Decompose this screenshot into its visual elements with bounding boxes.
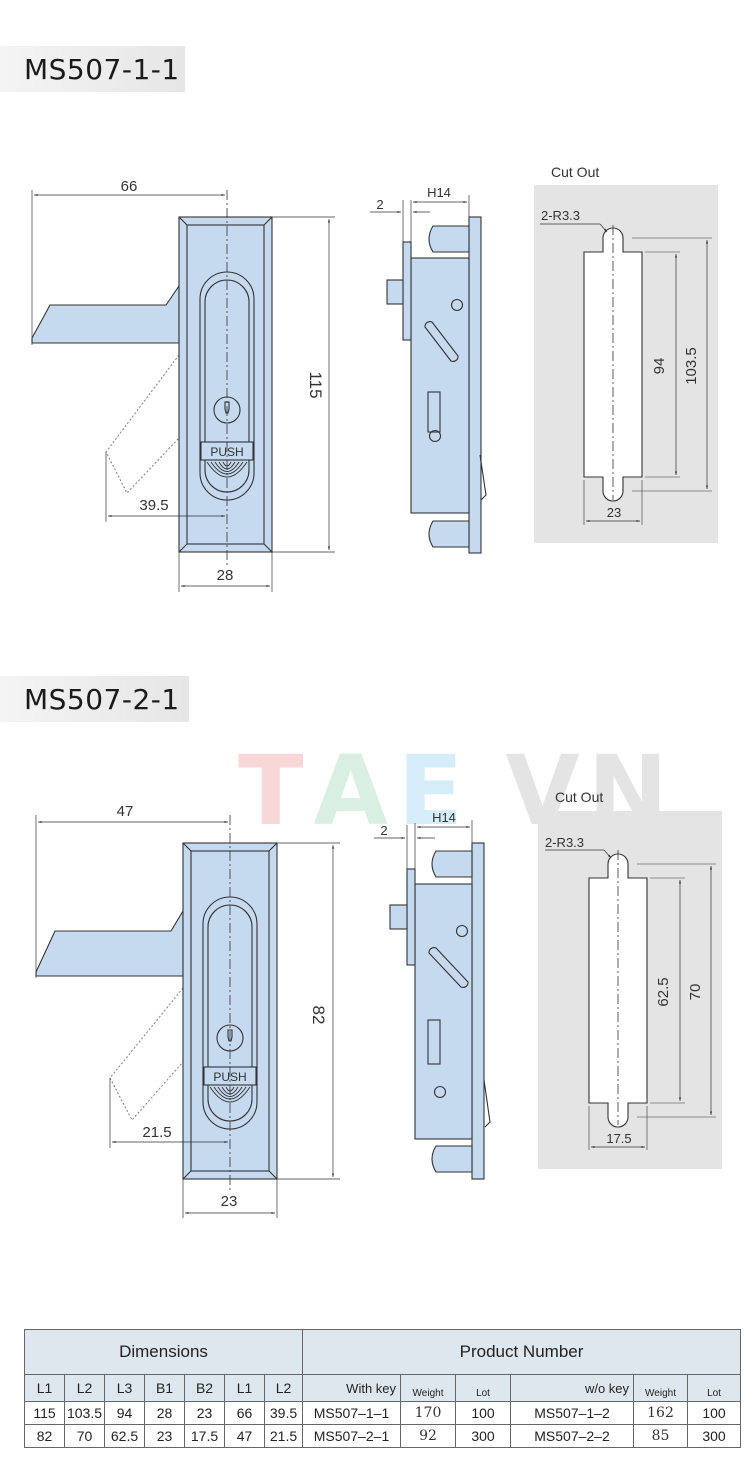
column-header: L2	[64, 1374, 105, 1402]
table-cell: 28	[144, 1401, 185, 1425]
cutout-shape-1	[540, 223, 712, 525]
column-header: L1	[24, 1374, 65, 1402]
column-header: L3	[104, 1374, 145, 1402]
dim-swing-offset: 21.5	[142, 1124, 171, 1141]
table-cell: 39.5	[263, 1401, 304, 1425]
table-cell: 94	[104, 1401, 145, 1425]
table-cell: 85	[633, 1424, 689, 1448]
front-view-1	[31, 190, 335, 592]
table-cell: 162	[633, 1401, 689, 1425]
dim-depth: H14	[432, 810, 456, 825]
section-title-ms507-2-1: MS507-2-1	[0, 676, 189, 722]
cutout-width: 23	[607, 505, 621, 520]
table-group-header-row: Dimensions Product Number	[23, 1329, 742, 1375]
watermark-letter: E	[397, 735, 468, 847]
table-cell: MS507–2–2	[510, 1424, 635, 1448]
table-cell: 300	[687, 1424, 742, 1448]
table-cell: 170	[400, 1401, 457, 1425]
dim-depth: H14	[427, 185, 451, 200]
table-cell: 300	[455, 1424, 512, 1448]
watermark-letter: A	[313, 735, 392, 847]
table-cell: MS507–1–1	[302, 1401, 402, 1425]
table-cell: 23	[144, 1424, 185, 1448]
table-cell: 100	[687, 1401, 742, 1425]
cutout-inner-height: 94	[651, 358, 668, 375]
technical-drawings: 66 115 39.5 28 PUSH H14 2 Cut Out	[31, 164, 722, 1218]
table-cell: MS507–2–1	[302, 1424, 402, 1448]
dim-handle-length: 66	[121, 178, 138, 195]
table-cell: 66	[224, 1401, 265, 1425]
table-cell: 82	[24, 1424, 65, 1448]
section-title-ms507-1-1: MS507-1-1	[0, 46, 185, 92]
column-header: Weight	[633, 1374, 689, 1402]
dim-gap: 2	[376, 197, 383, 212]
table-row: 82 70 62.5 23 17.5 47 21.5 MS507–2–1 92 …	[24, 1424, 742, 1448]
dim-height: 115	[306, 371, 325, 398]
dim-width: 23	[221, 1193, 238, 1210]
column-header: B2	[184, 1374, 225, 1402]
group-header-product-number: Product Number	[302, 1329, 742, 1375]
column-header: Lot	[687, 1374, 742, 1402]
table-cell: 62.5	[104, 1424, 145, 1448]
cutout-radius-note: 2-R3.3	[545, 835, 584, 850]
table-cell: 103.5	[64, 1401, 105, 1425]
front-view-2	[35, 815, 340, 1218]
dim-width: 28	[217, 567, 234, 584]
spec-table: Dimensions Product Number L1 L2 L3 B1 B2…	[23, 1329, 742, 1448]
table-row: 115 103.5 94 28 23 66 39.5 MS507–1–1 170…	[24, 1401, 742, 1425]
push-label: PUSH	[213, 1070, 246, 1084]
group-header-dimensions: Dimensions	[23, 1329, 304, 1375]
cutout-shape-2	[545, 849, 716, 1150]
table-cell: 21.5	[263, 1424, 304, 1448]
cutout-label: Cut Out	[551, 164, 599, 180]
cutout-width: 17.5	[606, 1131, 631, 1146]
dim-gap: 2	[380, 823, 387, 838]
cutout-inner-height: 62.5	[655, 977, 672, 1006]
column-header: L1	[224, 1374, 265, 1402]
table-cell: 23	[184, 1401, 225, 1425]
table-cell: 100	[455, 1401, 512, 1425]
watermark-letter: T	[238, 735, 308, 847]
cutout-label: Cut Out	[555, 789, 603, 805]
dim-swing-offset: 39.5	[139, 497, 168, 514]
table-cell: 47	[224, 1424, 265, 1448]
cutout-radius-note: 2-R3.3	[541, 208, 580, 223]
column-header: Lot	[455, 1374, 512, 1402]
dim-handle-length: 47	[117, 803, 134, 820]
push-label: PUSH	[210, 445, 243, 459]
table-cell: MS507–1–2	[510, 1401, 635, 1425]
cutout-outer-height: 103.5	[683, 347, 700, 385]
dim-height: 82	[309, 1006, 328, 1025]
cutout-outer-height: 70	[687, 984, 704, 1001]
side-view-1	[370, 195, 487, 554]
column-header: Weight	[400, 1374, 457, 1402]
table-cell: 115	[24, 1401, 65, 1425]
column-header: B1	[144, 1374, 185, 1402]
table-column-header-row: L1 L2 L3 B1 B2 L1 L2 With key Weight Lot…	[24, 1374, 742, 1402]
table-cell: 70	[64, 1424, 105, 1448]
column-header: L2	[263, 1374, 304, 1402]
column-header: w/o key	[510, 1374, 635, 1402]
side-view-2	[374, 820, 491, 1180]
table-cell: 92	[400, 1424, 457, 1448]
column-header: With key	[302, 1374, 402, 1402]
table-cell: 17.5	[184, 1424, 225, 1448]
